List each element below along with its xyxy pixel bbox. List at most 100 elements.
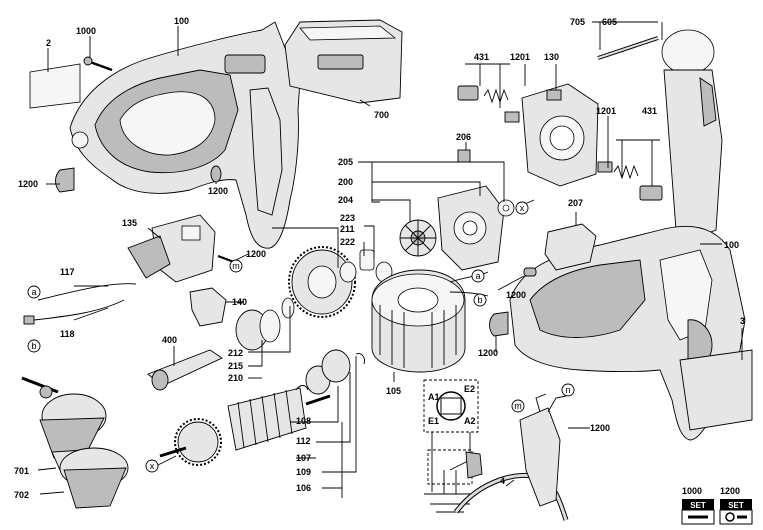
set-badge-1000: SET (681, 499, 715, 525)
carry-case-part (284, 19, 403, 104)
part-label: 207 (568, 198, 583, 208)
part-label: 215 (228, 361, 243, 371)
small-part (457, 149, 471, 163)
brush-spring-part (613, 164, 639, 180)
part-label: 212 (228, 348, 243, 358)
part-label: 109 (296, 467, 311, 477)
screw-part (83, 56, 113, 72)
carbon-brush-part (597, 161, 613, 173)
part-number-labels: 2 1000 100 1200 1200 700 705 605 431 120… (14, 16, 745, 500)
part-label: 105 (386, 386, 401, 396)
part-label: 605 (602, 17, 617, 27)
svg-text:a: a (475, 271, 480, 281)
carbon-brush-part (457, 85, 479, 101)
part-label: 701 (14, 466, 29, 476)
switch-button-part (544, 223, 597, 271)
bearing-part (259, 309, 281, 343)
clip-part (55, 167, 75, 193)
brush-spring-part (483, 88, 509, 104)
set-badge-1200: SET (719, 499, 753, 525)
stator-part (371, 269, 466, 373)
part-label: 205 (338, 157, 353, 167)
svg-text:b: b (31, 341, 36, 351)
connector-marker-a2: a (471, 269, 485, 283)
armature-part (159, 387, 331, 466)
svg-text:a: a (31, 287, 36, 297)
part-label: 431 (642, 106, 657, 116)
ring-part (281, 297, 295, 319)
connector-marker-x1: x (515, 201, 529, 215)
connector-marker-m2: m (511, 399, 525, 413)
connector-marker-m1: m (229, 259, 243, 273)
part-label: 1200 (18, 179, 38, 189)
schematic-label-e2: E2 (464, 384, 475, 394)
part-label: 117 (60, 267, 75, 277)
part-label: 1200 (246, 249, 266, 259)
svg-text:b: b (477, 295, 482, 305)
part-label: 2 (46, 38, 51, 48)
pin-part (210, 165, 222, 183)
part-label: 112 (296, 436, 311, 446)
terminal-part (23, 315, 35, 325)
carbon-brush-part (639, 185, 663, 201)
part-label: 140 (232, 297, 247, 307)
keyless-chuck-part (59, 447, 129, 509)
part-label: 118 (60, 329, 75, 339)
rear-handle-part (679, 349, 753, 431)
clip-part (489, 311, 509, 337)
spindle-part (147, 349, 223, 391)
gear-part (288, 246, 356, 318)
wiring-schematic (423, 379, 483, 513)
svg-text:n: n (565, 385, 570, 395)
svg-text:x: x (520, 203, 525, 213)
connector-marker-n1: n (561, 383, 575, 397)
schematic-label-e1: E1 (428, 416, 439, 426)
bearing-plate-part (437, 185, 505, 271)
part-label: 106 (296, 483, 311, 493)
part-label: 210 (228, 373, 243, 383)
part-label: 100 (174, 16, 189, 26)
part-label: 223 (340, 213, 355, 223)
part-label: 431 (474, 52, 489, 62)
part-label: 1200 (720, 486, 740, 496)
part-label: 108 (296, 416, 311, 426)
ring-part (339, 261, 357, 283)
connector-marker-b1: b (27, 339, 41, 353)
part-label: 1201 (596, 106, 616, 116)
svg-text:m: m (514, 401, 522, 411)
switch-part (127, 214, 216, 283)
part-label: 204 (338, 195, 353, 205)
svg-text:m: m (232, 261, 240, 271)
part-label: 222 (340, 237, 355, 247)
label-sheet-part (29, 63, 81, 109)
svg-text:SET: SET (690, 501, 706, 510)
connector-marker-a1: a (27, 285, 41, 299)
part-label: 1200 (478, 348, 498, 358)
carbon-brush-part (504, 111, 520, 123)
part-label: 200 (338, 177, 353, 187)
part-label: 107 (296, 453, 311, 463)
plug-wire-part (535, 393, 567, 413)
part-label: 4 (500, 476, 505, 486)
part-label: 705 (570, 17, 585, 27)
lead-wire-part (33, 299, 125, 321)
connector-marker-b2: b (473, 293, 487, 307)
side-handle-part (597, 29, 723, 241)
part-label: 1200 (590, 423, 610, 433)
spacer-part (359, 249, 375, 271)
screw-part (217, 254, 235, 264)
brush-holder-part (521, 83, 599, 187)
stator-wire-part (449, 291, 489, 297)
connector-marker-x2: x (145, 459, 159, 473)
svg-text:SET: SET (728, 501, 744, 510)
schematic-label-a1: A1 (428, 392, 440, 402)
part-label: 1200 (506, 290, 526, 300)
part-label: 400 (162, 335, 177, 345)
chuck-key-part (21, 376, 59, 399)
fan-part (399, 219, 437, 257)
lead-wire-part (37, 283, 137, 301)
pin-part (523, 267, 537, 277)
part-label: 1201 (510, 52, 530, 62)
part-label: 1000 (682, 486, 702, 496)
